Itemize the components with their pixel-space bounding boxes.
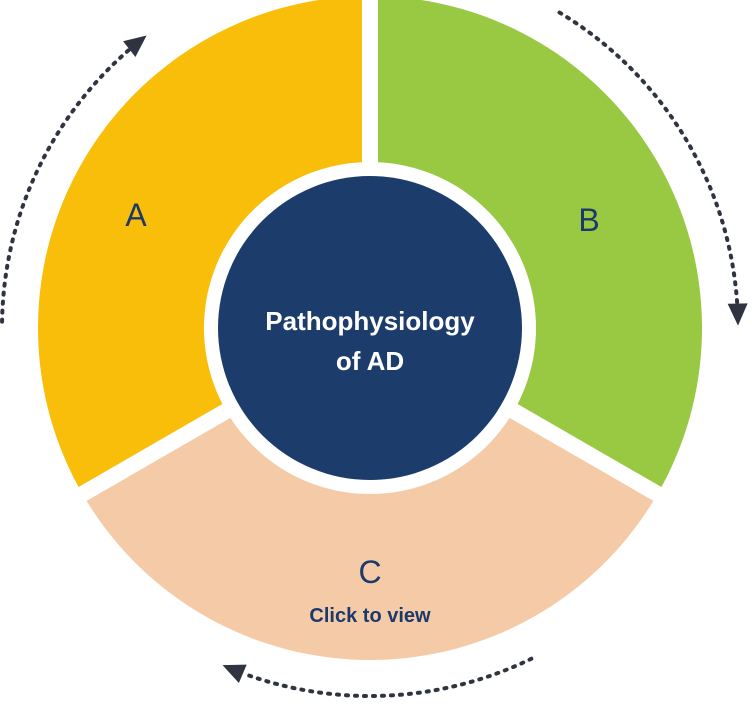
segment-b-label: B [578,202,599,238]
segment-a[interactable] [38,0,363,488]
segment-c[interactable] [86,417,654,660]
segment-b[interactable] [377,0,703,488]
segment-c-label: C [358,554,381,590]
arrow-head-bottom [222,664,247,683]
arrow-head-left [123,35,147,57]
segments-group [38,0,703,660]
cycle-arrow-bottom [242,656,534,698]
center-title-line1: Pathophysiology [265,306,475,336]
center-circle[interactable] [218,176,522,480]
segment-c-link[interactable]: Click to view [309,605,431,627]
arrow-head-right [727,303,748,326]
center-title-line2: of AD [336,346,404,376]
cycle-arrow-left [0,48,131,324]
cycle-arrows [0,10,748,698]
segment-a-label: A [125,197,147,233]
cycle-arrow-right [557,10,740,305]
